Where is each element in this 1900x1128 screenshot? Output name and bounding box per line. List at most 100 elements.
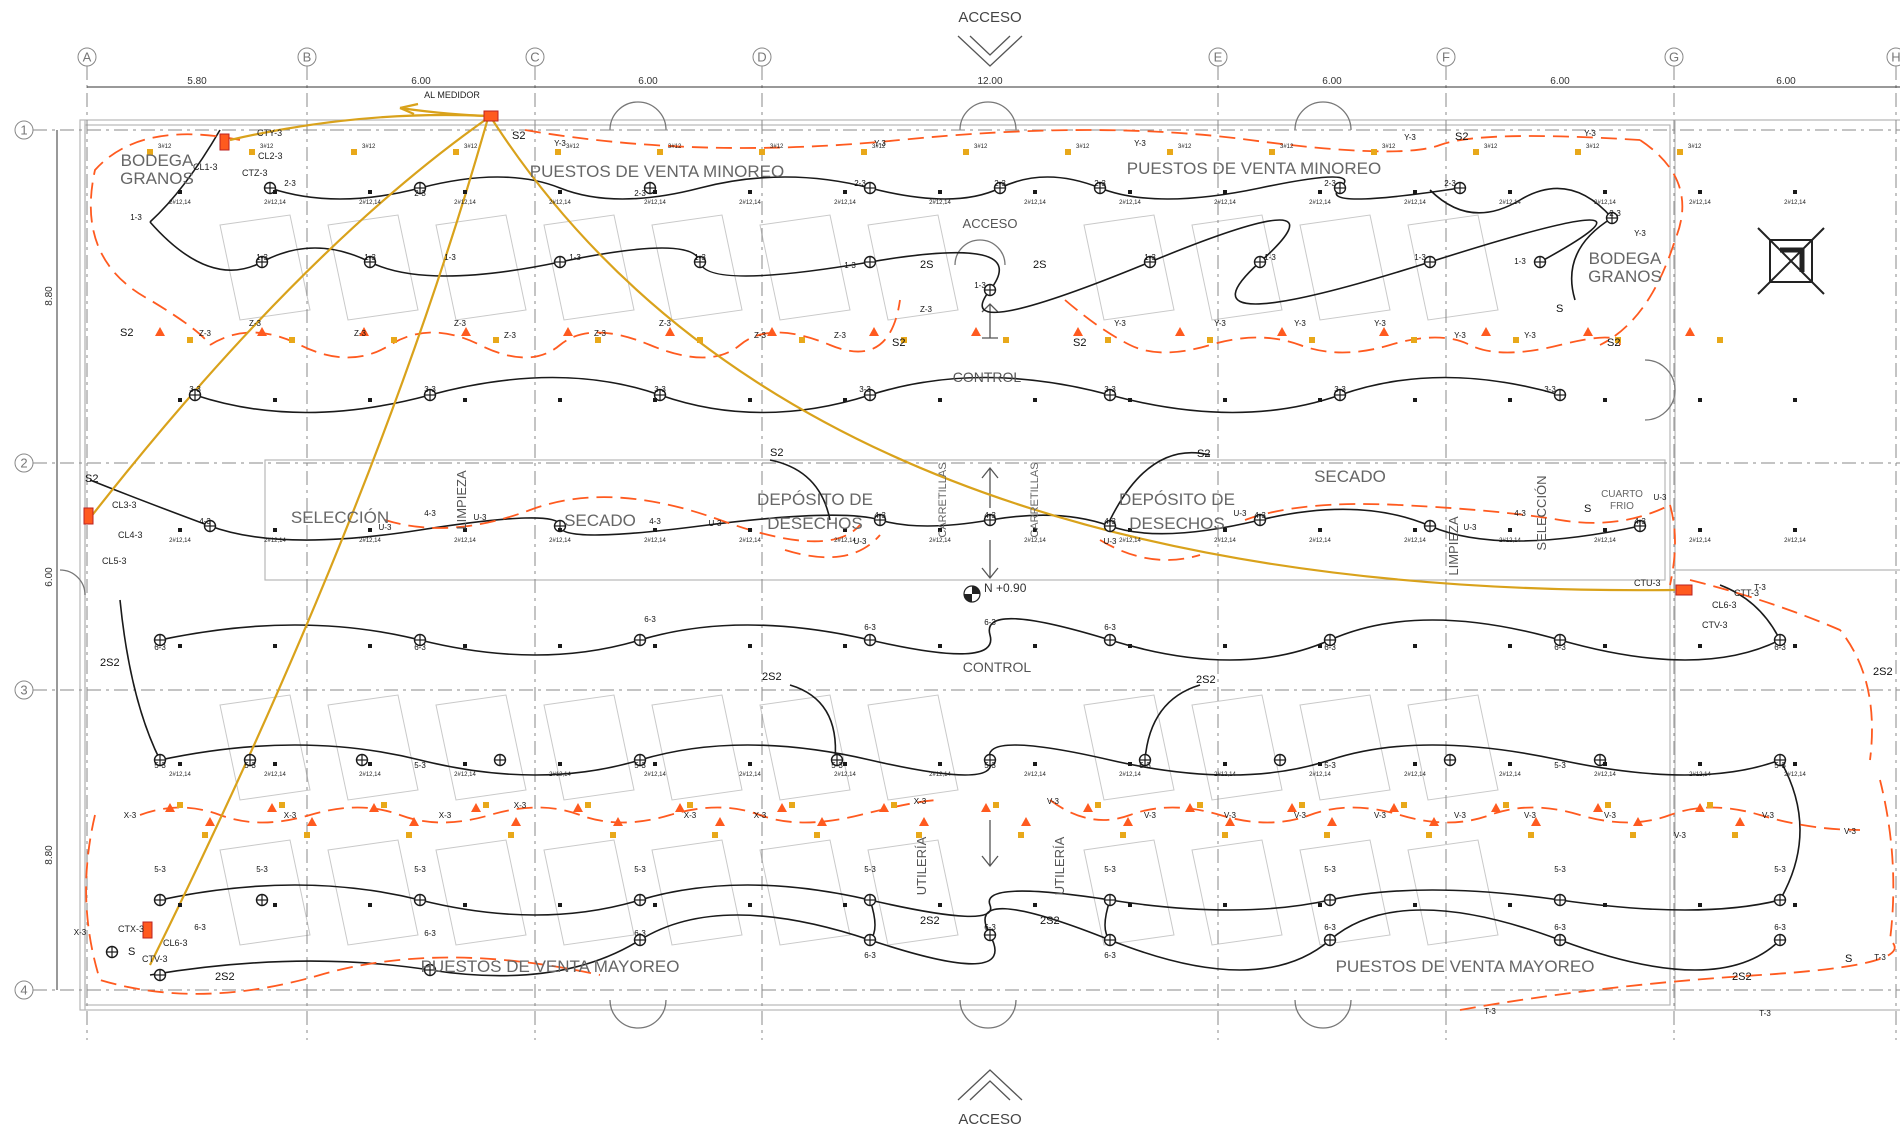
- circuit-tag-v-119: V-3: [1604, 811, 1617, 820]
- circuit-tag-c2-3: 2-3: [854, 179, 866, 188]
- light-fixture-34: [153, 633, 167, 647]
- grid-row-4: 4: [14, 980, 34, 1000]
- light-fixture-51: [1443, 753, 1457, 767]
- junction-box-73: [1318, 398, 1322, 402]
- light-fixture-44: [355, 753, 369, 767]
- outlet-triangle-2-2: [409, 817, 419, 826]
- junction-box-39: [748, 644, 752, 648]
- room-deposito-left-1: DEPÓSITO DE: [757, 490, 873, 509]
- outlet-triangle-2-0: [359, 327, 369, 336]
- circuit-tag-y-75: Y-3: [874, 139, 886, 148]
- junction-box-88: [1508, 762, 1512, 766]
- circuit-tag-y-85: Y-3: [1524, 331, 1536, 340]
- outlet-triangle-9-0: [1073, 327, 1083, 336]
- wire-spec-62: 2#12,14: [1119, 538, 1141, 544]
- stall-mid-6: [867, 694, 959, 801]
- light-fixture-33: [1633, 519, 1647, 533]
- outlet-box-3-2: [483, 802, 489, 808]
- circuit-tag-c5-58: 5-3: [414, 865, 426, 874]
- junction-box-106: [1793, 762, 1797, 766]
- junction-box-18: [463, 190, 467, 194]
- light-fixture-36: [633, 633, 647, 647]
- stall-mid-10: [1299, 694, 1391, 801]
- panel-label-cty: CTY-3: [257, 128, 282, 138]
- wire-spec-68: 2#12,14: [1214, 538, 1236, 544]
- junction-box-50: [938, 528, 942, 532]
- light-fixture-58: [863, 893, 877, 907]
- circuit-5-switch-left: [789, 684, 837, 761]
- outlet-box-6-3: [814, 832, 820, 838]
- junction-box-77: [1318, 903, 1322, 907]
- outlet-box-10-3: [1222, 832, 1228, 838]
- circuit-tag-v-118: V-3: [1524, 811, 1537, 820]
- light-fixture-39: [1323, 633, 1337, 647]
- junction-box-30: [653, 190, 657, 194]
- grid-col-c-label: C: [530, 50, 539, 65]
- junction-box-11: [273, 903, 277, 907]
- outlet-box-1-3: [304, 832, 310, 838]
- junction-box-92: [1603, 528, 1607, 532]
- junction-box-16: [368, 762, 372, 766]
- outlet-box-3-1: [493, 337, 499, 343]
- light-fixture-64: [423, 963, 437, 977]
- outlet-triangle-3-2: [511, 817, 521, 826]
- light-fixture-8: [1605, 211, 1619, 225]
- room-control-mid: CONTROL: [963, 659, 1032, 675]
- circuit-tag-c4-34: 4-3: [1254, 511, 1266, 520]
- outlet-triangle-15-2: [1735, 817, 1745, 826]
- panel-cold-room: [1675, 584, 1693, 596]
- wire-spec-22: 2#12,14: [454, 772, 476, 778]
- outlet-triangle-5-0: [665, 327, 675, 336]
- dim-de: 12.00: [977, 76, 1002, 87]
- access-markers: [957, 35, 1023, 1101]
- outlet-circuit-z: [209, 299, 901, 359]
- junction-box-21: [463, 644, 467, 648]
- junction-box-2: [178, 528, 182, 532]
- outlet-triangle-13-0: [1481, 327, 1491, 336]
- circuit-tag-t-125: T-3: [1759, 1009, 1771, 1018]
- light-fixture-12: [693, 255, 707, 269]
- outlet-circuit-x-bottom: [85, 814, 601, 995]
- wire-spec-orange-13: 3#12: [1484, 144, 1498, 150]
- circuit-tag-v-116: V-3: [1374, 811, 1387, 820]
- panel-label-ctv-right: CTV-3: [1702, 620, 1728, 630]
- stall-mid-8: [1083, 694, 1175, 801]
- light-fixture-18: [1533, 255, 1547, 269]
- panel-label-cl6: CL6-3: [163, 938, 188, 948]
- outlet-box-10-1: [1207, 337, 1213, 343]
- outlet-triangle-8-0: [971, 327, 981, 336]
- wire-spec-36: 2#12,14: [739, 200, 761, 206]
- feeder-meter-arrow: [399, 102, 419, 116]
- stall-low-5: [759, 839, 851, 946]
- switch-s-cold-room: S: [1584, 503, 1591, 515]
- circuit-tag-c6-65: 6-3: [194, 923, 206, 932]
- circuit-tag-c5-53: 5-3: [1324, 761, 1336, 770]
- junction-box-61: [1128, 398, 1132, 402]
- circuit-tag-c5-50: 5-3: [831, 761, 843, 770]
- circuit-tag-c1-18: 1-3: [1264, 253, 1276, 262]
- dim-r12: 8.80: [44, 286, 55, 306]
- junction-box-57: [1033, 644, 1037, 648]
- circuit-tag-v-113: V-3: [1144, 811, 1157, 820]
- junction-box-98: [1698, 528, 1702, 532]
- outlet-box-13-1: [1513, 337, 1519, 343]
- circuit-tag-y-84: Y-3: [1454, 331, 1466, 340]
- outlet-triangle-0-0: [155, 327, 165, 336]
- outlet-triangle-13-1: [1491, 803, 1501, 812]
- switch-s2-top-right: S2: [1455, 131, 1468, 143]
- circuit-tag-y-74: Y-3: [554, 139, 566, 148]
- outlet-box-14-1: [1615, 337, 1621, 343]
- outlet-triangle-6-1: [777, 803, 787, 812]
- light-fixture-13: [863, 255, 877, 269]
- circuit-4-drop: [1109, 451, 1211, 521]
- switch-s-bottom-left: S: [128, 946, 135, 958]
- stall-low-3: [543, 839, 635, 946]
- wire-spec-24: 2#12,14: [549, 200, 571, 206]
- junction-box-79: [1413, 398, 1417, 402]
- stall-mid-5: [759, 694, 851, 801]
- light-fixture-24: [1333, 388, 1347, 402]
- wire-spec-orange-10: 3#12: [1178, 144, 1192, 150]
- circuit-tag-v-121: V-3: [1762, 811, 1775, 820]
- circuit-tag-c1-13: 1-3: [569, 253, 581, 262]
